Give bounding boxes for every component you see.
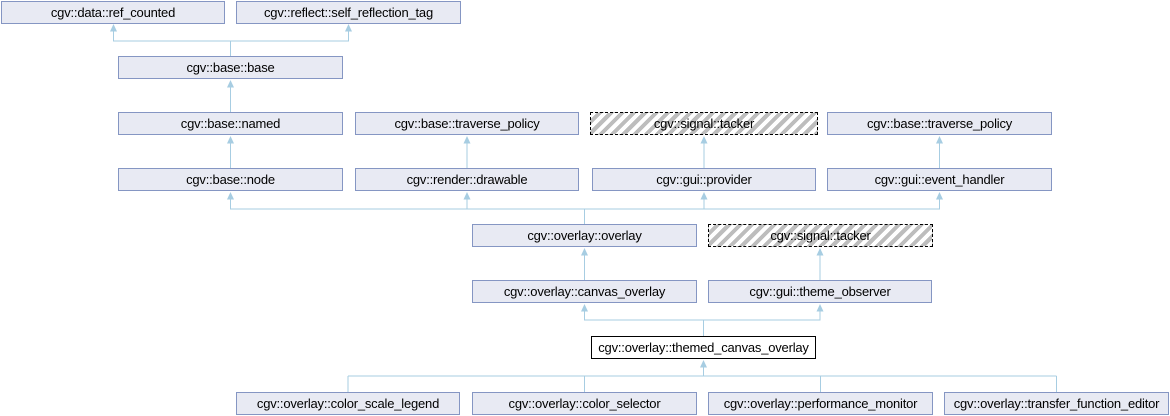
- class-node-tacker-mid: cgv::signal::tacker: [708, 224, 933, 247]
- class-node-label: cgv::gui::theme_observer: [749, 284, 891, 299]
- arrowhead-traverse-policy-left: [463, 136, 471, 144]
- class-node-performance-monitor[interactable]: cgv::overlay::performance_monitor: [708, 392, 933, 415]
- edge-children-to-themed: [347, 367, 1057, 392]
- class-node-label: cgv::overlay::performance_monitor: [723, 396, 918, 411]
- arrowhead-ref-counted: [110, 24, 117, 32]
- class-node-label: cgv::base::node: [186, 172, 275, 187]
- arrowhead-theme-observer: [816, 304, 824, 312]
- class-node-label: cgv::reflect::self_reflection_tag: [264, 5, 433, 20]
- arrowhead-canvas-overlay: [581, 304, 588, 312]
- class-node-drawable[interactable]: cgv::render::drawable: [355, 168, 579, 191]
- arrowhead-overlay: [581, 248, 588, 256]
- edge-overlay-to-parents: [230, 198, 940, 224]
- arrowhead-tacker-top: [700, 136, 708, 144]
- class-node-label: cgv::data::ref_counted: [50, 5, 176, 20]
- class-node-overlay[interactable]: cgv::overlay::overlay: [472, 224, 697, 247]
- class-node-base[interactable]: cgv::base::base: [118, 56, 343, 79]
- class-node-node[interactable]: cgv::base::node: [118, 168, 343, 191]
- class-node-event-handler[interactable]: cgv::gui::event_handler: [827, 168, 1052, 191]
- class-node-traverse-policy-left[interactable]: cgv::base::traverse_policy: [355, 112, 579, 135]
- class-node-label: cgv::signal::tacker: [770, 228, 871, 243]
- arrowhead-event-handler: [936, 192, 943, 200]
- class-node-color-scale-legend[interactable]: cgv::overlay::color_scale_legend: [236, 392, 460, 415]
- arrowhead-traverse-policy-right: [936, 136, 943, 144]
- class-node-label: cgv::overlay::canvas_overlay: [503, 284, 666, 299]
- arrowhead-self-reflection-tag: [345, 24, 352, 32]
- class-node-label: cgv::render::drawable: [406, 172, 528, 187]
- edge-base-to-top-parents: [113, 30, 349, 56]
- class-node-label: cgv::overlay::transfer_function_editor: [953, 396, 1160, 411]
- class-node-named[interactable]: cgv::base::named: [118, 112, 343, 135]
- class-node-label: cgv::overlay::themed_canvas_overlay: [598, 340, 809, 355]
- class-node-traverse-policy-right[interactable]: cgv::base::traverse_policy: [827, 112, 1052, 135]
- class-node-label: cgv::base::traverse_policy: [394, 116, 540, 131]
- arrowhead-provider: [700, 192, 708, 200]
- class-node-theme-observer[interactable]: cgv::gui::theme_observer: [708, 280, 932, 303]
- class-node-themed-canvas-overlay: cgv::overlay::themed_canvas_overlay: [591, 336, 816, 359]
- class-node-tacker-top: cgv::signal::tacker: [590, 112, 818, 135]
- arrowhead-named: [227, 136, 234, 144]
- class-node-transfer-function-editor[interactable]: cgv::overlay::transfer_function_editor: [944, 392, 1169, 415]
- arrowhead-node: [227, 192, 234, 200]
- class-node-label: cgv::gui::provider: [656, 172, 752, 187]
- class-node-self-reflection-tag[interactable]: cgv::reflect::self_reflection_tag: [236, 1, 461, 24]
- arrowhead-themed-canvas-overlay: [700, 360, 707, 368]
- arrowhead-tacker-mid: [816, 248, 824, 256]
- class-node-label: cgv::overlay::color_selector: [508, 396, 661, 411]
- class-node-color-selector[interactable]: cgv::overlay::color_selector: [472, 392, 697, 415]
- arrowhead-base: [227, 80, 234, 88]
- class-node-label: cgv::base::traverse_policy: [866, 116, 1013, 131]
- arrowhead-drawable: [463, 192, 471, 200]
- class-node-ref-counted[interactable]: cgv::data::ref_counted: [1, 1, 225, 24]
- edge-themed-to-parents: [584, 310, 821, 336]
- class-node-canvas-overlay[interactable]: cgv::overlay::canvas_overlay: [472, 280, 697, 303]
- class-node-label: cgv::overlay::overlay: [527, 228, 642, 243]
- class-node-label: cgv::gui::event_handler: [874, 172, 1005, 187]
- class-node-provider[interactable]: cgv::gui::provider: [592, 168, 816, 191]
- class-node-label: cgv::base::named: [180, 116, 281, 131]
- class-node-label: cgv::overlay::color_scale_legend: [256, 396, 440, 411]
- class-node-label: cgv::base::base: [186, 60, 275, 75]
- class-node-label: cgv::signal::tacker: [653, 116, 755, 131]
